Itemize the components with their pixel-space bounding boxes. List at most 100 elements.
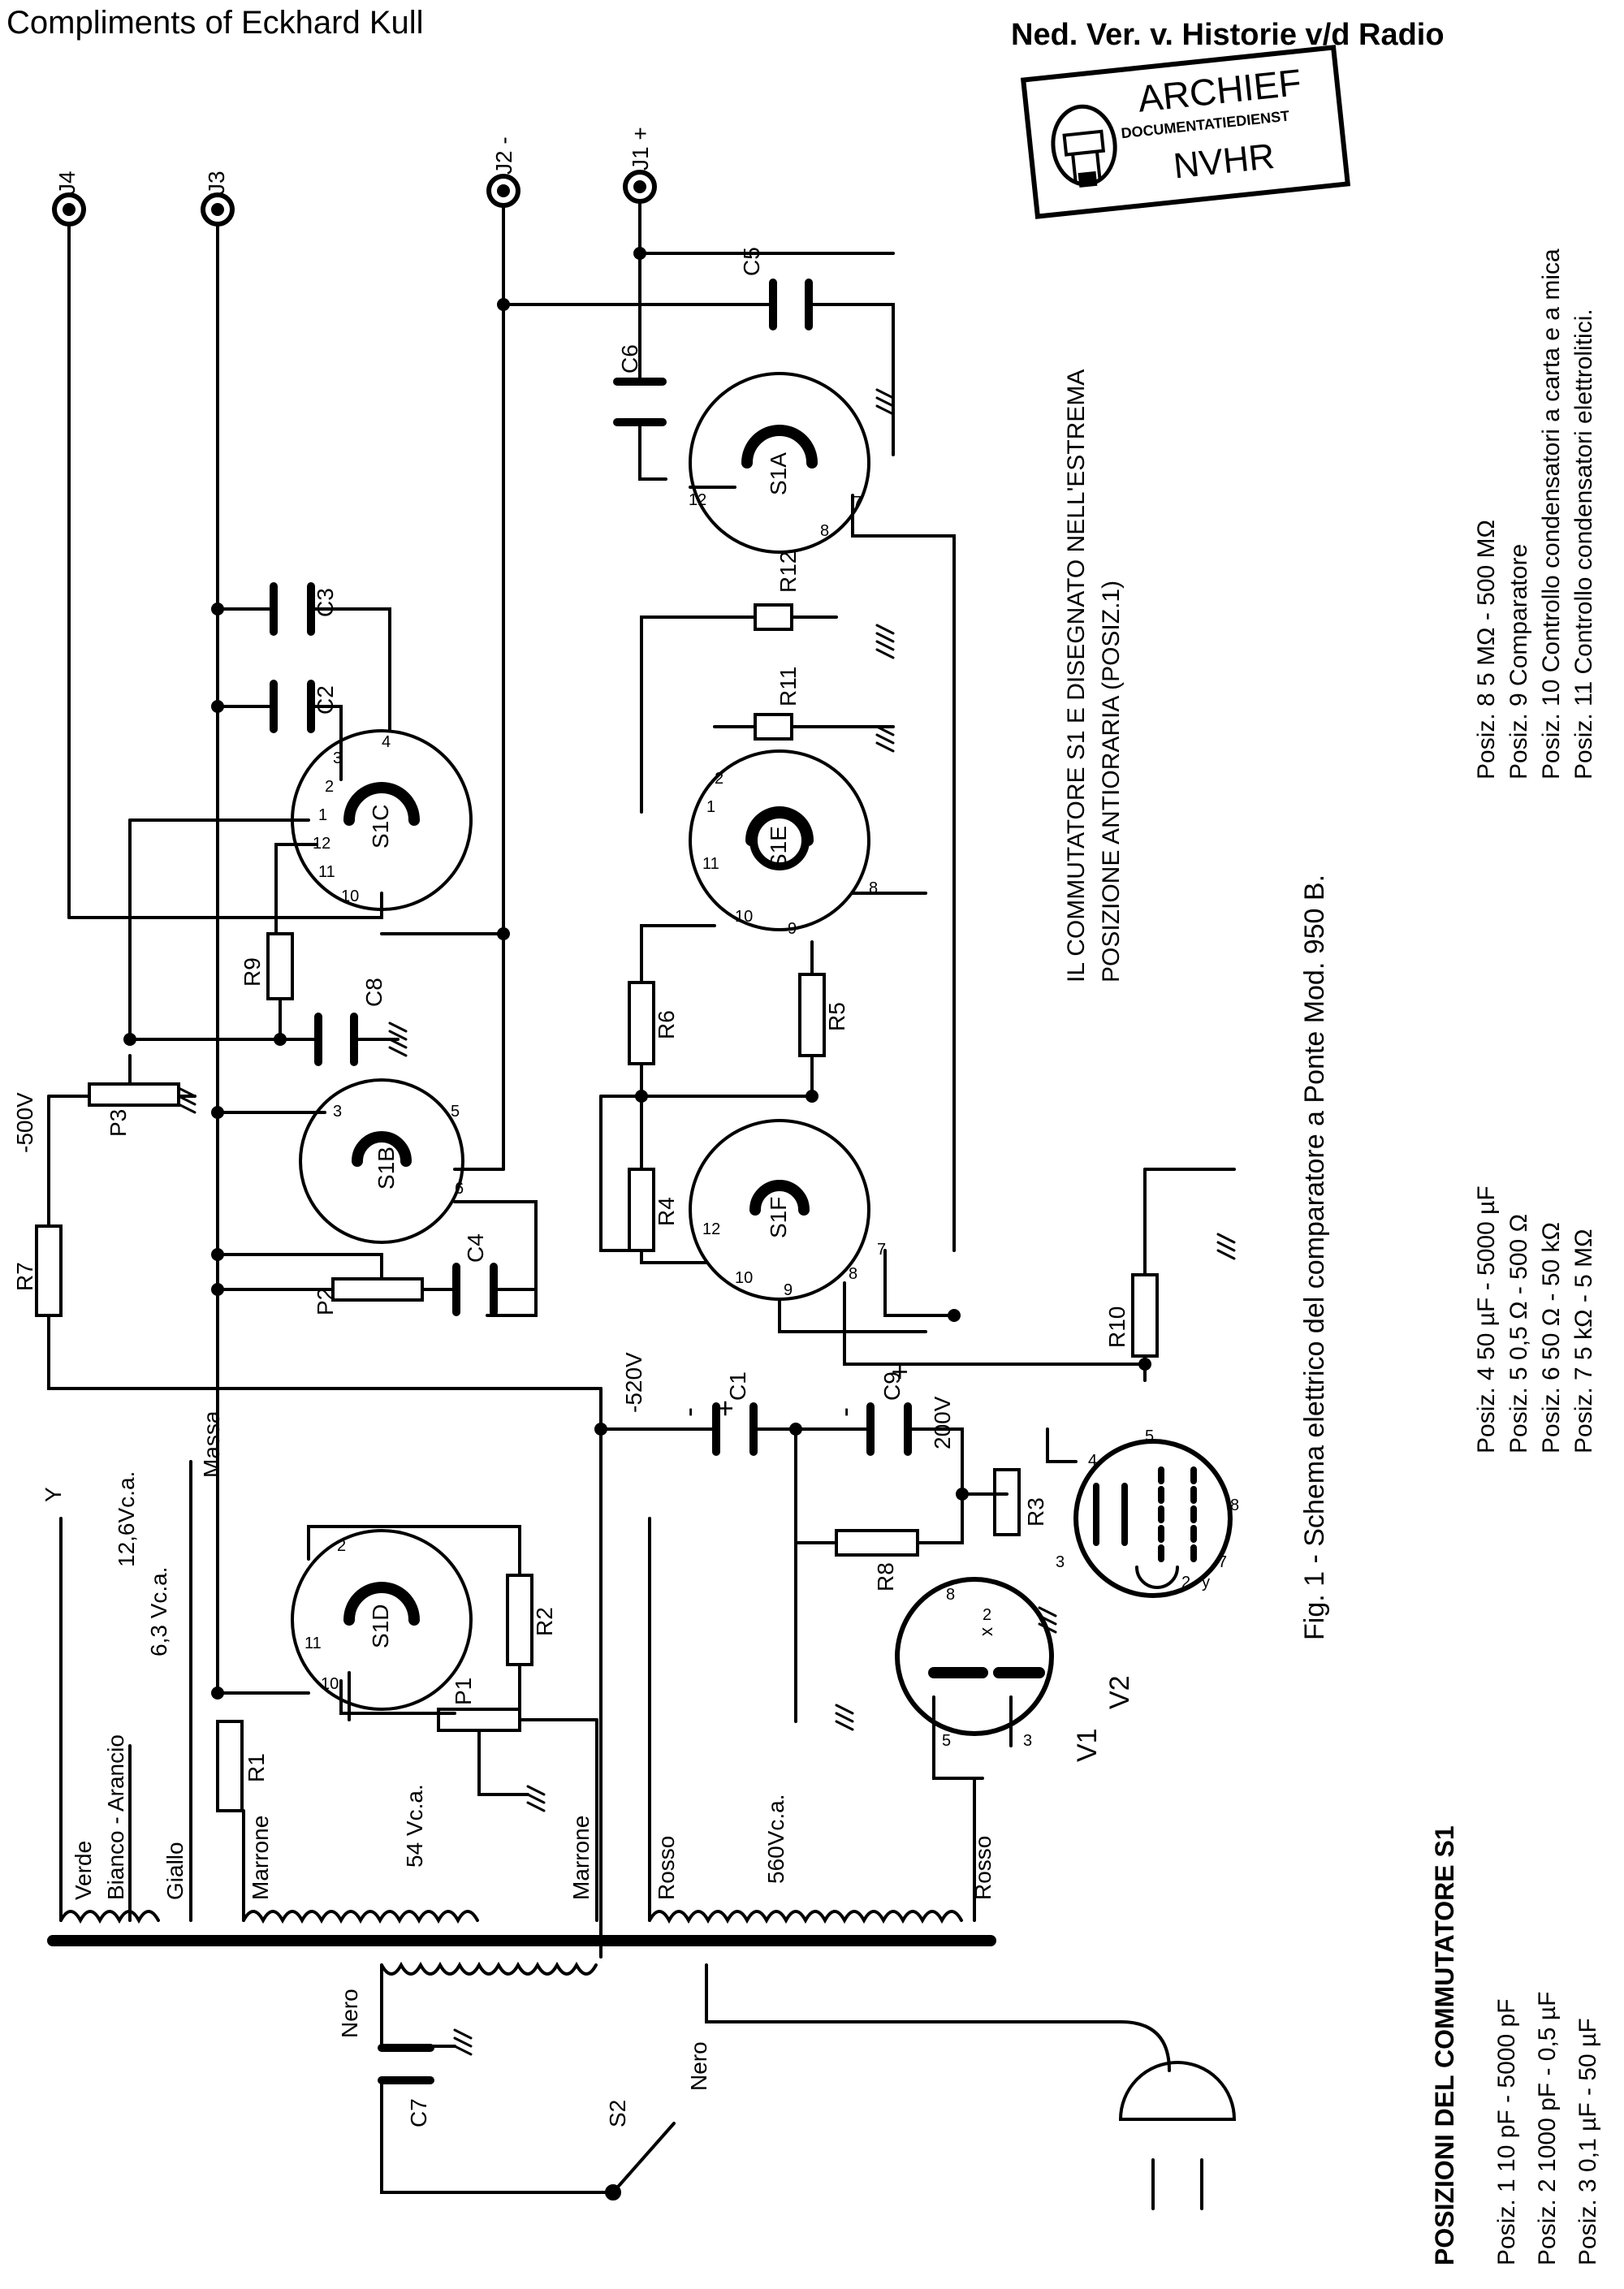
- label-r7: R7: [12, 1262, 37, 1291]
- label-r12: R12: [775, 551, 801, 593]
- figure-caption: Fig. 1 - Schema elettrico del comparator…: [1299, 875, 1330, 1640]
- pot-p2: [216, 1253, 456, 1302]
- terminal-j3: [201, 192, 235, 1695]
- label-r10: R10: [1104, 1306, 1129, 1348]
- wire-nero-left: Nero: [337, 1989, 362, 2038]
- position-5: Posiz. 5 0,5 Ω - 500 Ω: [1505, 1214, 1532, 1453]
- label-c4: C4: [463, 1233, 488, 1263]
- wire-giallo: Giallo: [162, 1842, 188, 1900]
- terminal-j1: [623, 170, 657, 383]
- pin-v2-2: 2: [1181, 1574, 1190, 1592]
- terminal-j2: [486, 174, 520, 1171]
- position-7: Posiz. 7 5 kΩ - 5 MΩ: [1570, 1229, 1597, 1453]
- pin-v1-3: 3: [1023, 1732, 1032, 1750]
- position-10: Posiz. 10 Controllo condensatori a carta…: [1538, 248, 1565, 780]
- label-j1: J1 +: [628, 127, 653, 171]
- pin-v2-5: 5: [1145, 1427, 1154, 1445]
- label-v1: V1: [1072, 1728, 1103, 1762]
- switch-s2: [380, 2079, 676, 2200]
- label-s1e: S1E: [766, 826, 791, 869]
- pin-s1c-10: 10: [341, 888, 359, 905]
- switch-section-s1e: [689, 749, 870, 931]
- label-c8: C8: [361, 978, 387, 1007]
- resistor-r11: [754, 713, 793, 741]
- label-s2: S2: [605, 2100, 630, 2127]
- pin-v2-7: 7: [1218, 1553, 1227, 1571]
- voltage-ac54: 54 Vc.a.: [402, 1784, 427, 1868]
- ground-icon: [177, 388, 1236, 2056]
- position-8: Posiz. 8 5 MΩ - 500 MΩ: [1473, 520, 1500, 780]
- pin-s1e-2: 2: [715, 770, 723, 788]
- pin-s1c-2: 2: [325, 778, 334, 796]
- capacitor-c2: [270, 680, 315, 733]
- label-j4: J4: [54, 171, 80, 195]
- pin-s1e-11: 11: [702, 855, 719, 873]
- label-c5: C5: [739, 247, 764, 276]
- resistor-r6: [628, 981, 655, 1065]
- label-s1c: S1C: [368, 805, 393, 849]
- voltage-200: 200V: [930, 1396, 955, 1449]
- label-r1: R1: [244, 1753, 269, 1782]
- wire-nero-right: Nero: [686, 2041, 711, 2091]
- switch-note-line2: POSIZIONE ANTIORARIA (POSIZ.1): [1098, 581, 1125, 983]
- label-r4: R4: [654, 1197, 679, 1226]
- capacitor-c3: [270, 582, 315, 636]
- voltage-minus500: -500V: [12, 1092, 37, 1153]
- capacitor-c9: [866, 1402, 912, 1456]
- pin-s1f-7: 7: [877, 1241, 886, 1259]
- resistor-r12: [754, 603, 793, 631]
- pin-s1f-12: 12: [702, 1220, 720, 1238]
- wire-y: Y: [41, 1487, 66, 1502]
- society-text: Ned. Ver. v. Historie v/d Radio: [1011, 18, 1445, 52]
- transformer: [47, 1460, 1171, 2072]
- c9-minus: -: [827, 1407, 861, 1417]
- pin-s1c-11: 11: [318, 863, 335, 881]
- label-s1b: S1B: [374, 1147, 399, 1190]
- wire-rosso-left: Rosso: [654, 1836, 679, 1900]
- pin-s1c-12: 12: [313, 835, 330, 853]
- pin-s1d-2: 2: [337, 1537, 346, 1555]
- pin-s1a-8: 8: [820, 522, 829, 540]
- label-r8: R8: [873, 1562, 898, 1592]
- wire-bianco: Bianco - Arancio: [103, 1734, 128, 1900]
- pin-s1f-9: 9: [784, 1281, 793, 1299]
- pin-s1d-11: 11: [304, 1635, 322, 1652]
- pot-p3: [47, 1054, 197, 1107]
- label-c9: C9: [879, 1371, 905, 1401]
- capacitor-c5: [769, 279, 813, 330]
- voltage-ac6-3: 6,3 Vc.a.: [146, 1566, 171, 1656]
- c9-plus: +: [883, 1363, 916, 1380]
- resistor-r10: [1131, 1273, 1159, 1358]
- resistor-r5: [798, 973, 826, 1057]
- wire-verde: Verde: [71, 1841, 96, 1900]
- label-c1: C1: [725, 1371, 750, 1401]
- radio-logo-icon: [1051, 104, 1117, 188]
- pin-s1e-8: 8: [869, 879, 878, 897]
- label-s1a: S1A: [766, 452, 791, 495]
- capacitor-c4: [452, 1263, 498, 1316]
- label-j3: J3: [204, 171, 229, 195]
- pin-s1a-12: 12: [689, 491, 706, 509]
- label-c2: C2: [313, 685, 338, 715]
- pin-s1f-10: 10: [735, 1269, 753, 1287]
- position-9: Posiz. 9 Comparatore: [1505, 544, 1532, 780]
- pin-s1c-3: 3: [333, 749, 342, 767]
- switch-section-s1d: [291, 1529, 473, 1711]
- pin-v1-5: 5: [942, 1732, 951, 1750]
- pin-v2-3: 3: [1056, 1553, 1065, 1571]
- v1-pin-x: x: [976, 1627, 996, 1636]
- pin-v1-2: 2: [983, 1606, 991, 1624]
- voltage-ac12-6: 12,6Vc.a.: [114, 1471, 139, 1567]
- pin-s1a-7: 7: [853, 494, 862, 512]
- label-p2: P2: [313, 1288, 338, 1315]
- label-s1f: S1F: [766, 1197, 791, 1238]
- capacitor-c6: [613, 378, 667, 426]
- pin-s1e-1: 1: [706, 798, 715, 816]
- capacitor-c7: [378, 2044, 434, 2084]
- pin-s1e-10: 10: [735, 908, 753, 926]
- c1-plus: +: [708, 1400, 741, 1417]
- pin-s1e-9: 9: [788, 920, 797, 938]
- pin-v1-8: 8: [946, 1586, 955, 1604]
